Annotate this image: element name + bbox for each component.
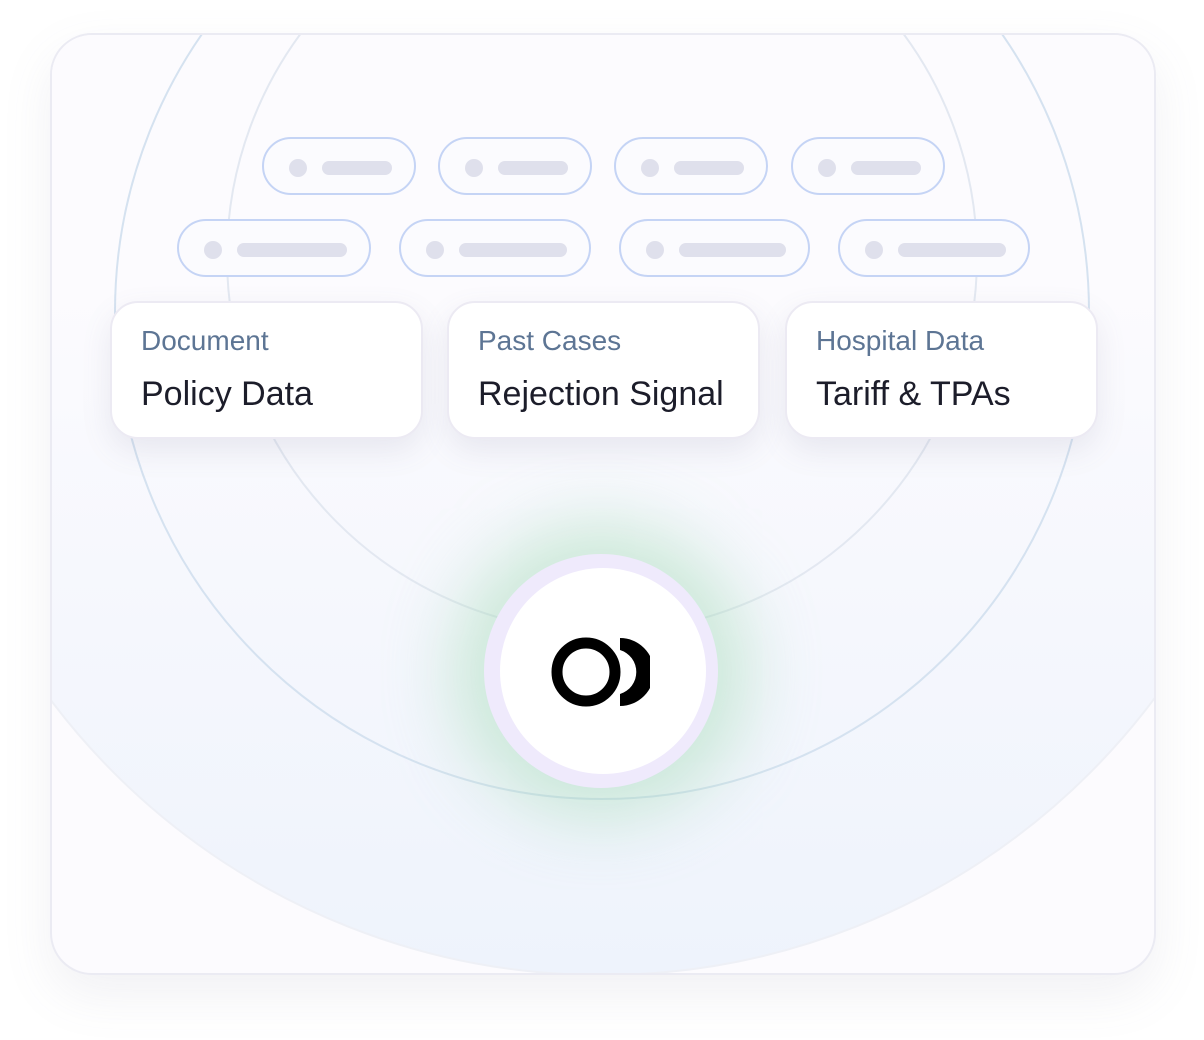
logo-icon	[551, 637, 650, 707]
placeholder-pill	[177, 219, 371, 277]
source-card-hospital: Hospital Data Tariff & TPAs	[785, 301, 1098, 439]
card-title: Rejection Signal	[478, 375, 724, 413]
source-card-past-cases: Past Cases Rejection Signal	[447, 301, 760, 439]
placeholder-pill	[614, 137, 768, 195]
placeholder-pill	[619, 219, 810, 277]
placeholder-pill	[262, 137, 416, 195]
outer-arc	[52, 35, 1154, 973]
card-category: Past Cases	[478, 325, 622, 356]
diagram-panel	[50, 33, 1156, 975]
placeholder-pill	[399, 219, 591, 277]
source-card-policy: Document Policy Data	[110, 301, 423, 439]
orbit-arcs	[52, 35, 1154, 973]
placeholder-pill	[838, 219, 1030, 277]
card-category: Document	[141, 325, 269, 356]
card-title: Policy Data	[141, 375, 313, 413]
card-title: Tariff & TPAs	[816, 375, 1011, 413]
central-hub	[484, 554, 718, 788]
placeholder-pill	[438, 137, 592, 195]
card-category: Hospital Data	[816, 325, 985, 356]
placeholder-pill	[791, 137, 945, 195]
